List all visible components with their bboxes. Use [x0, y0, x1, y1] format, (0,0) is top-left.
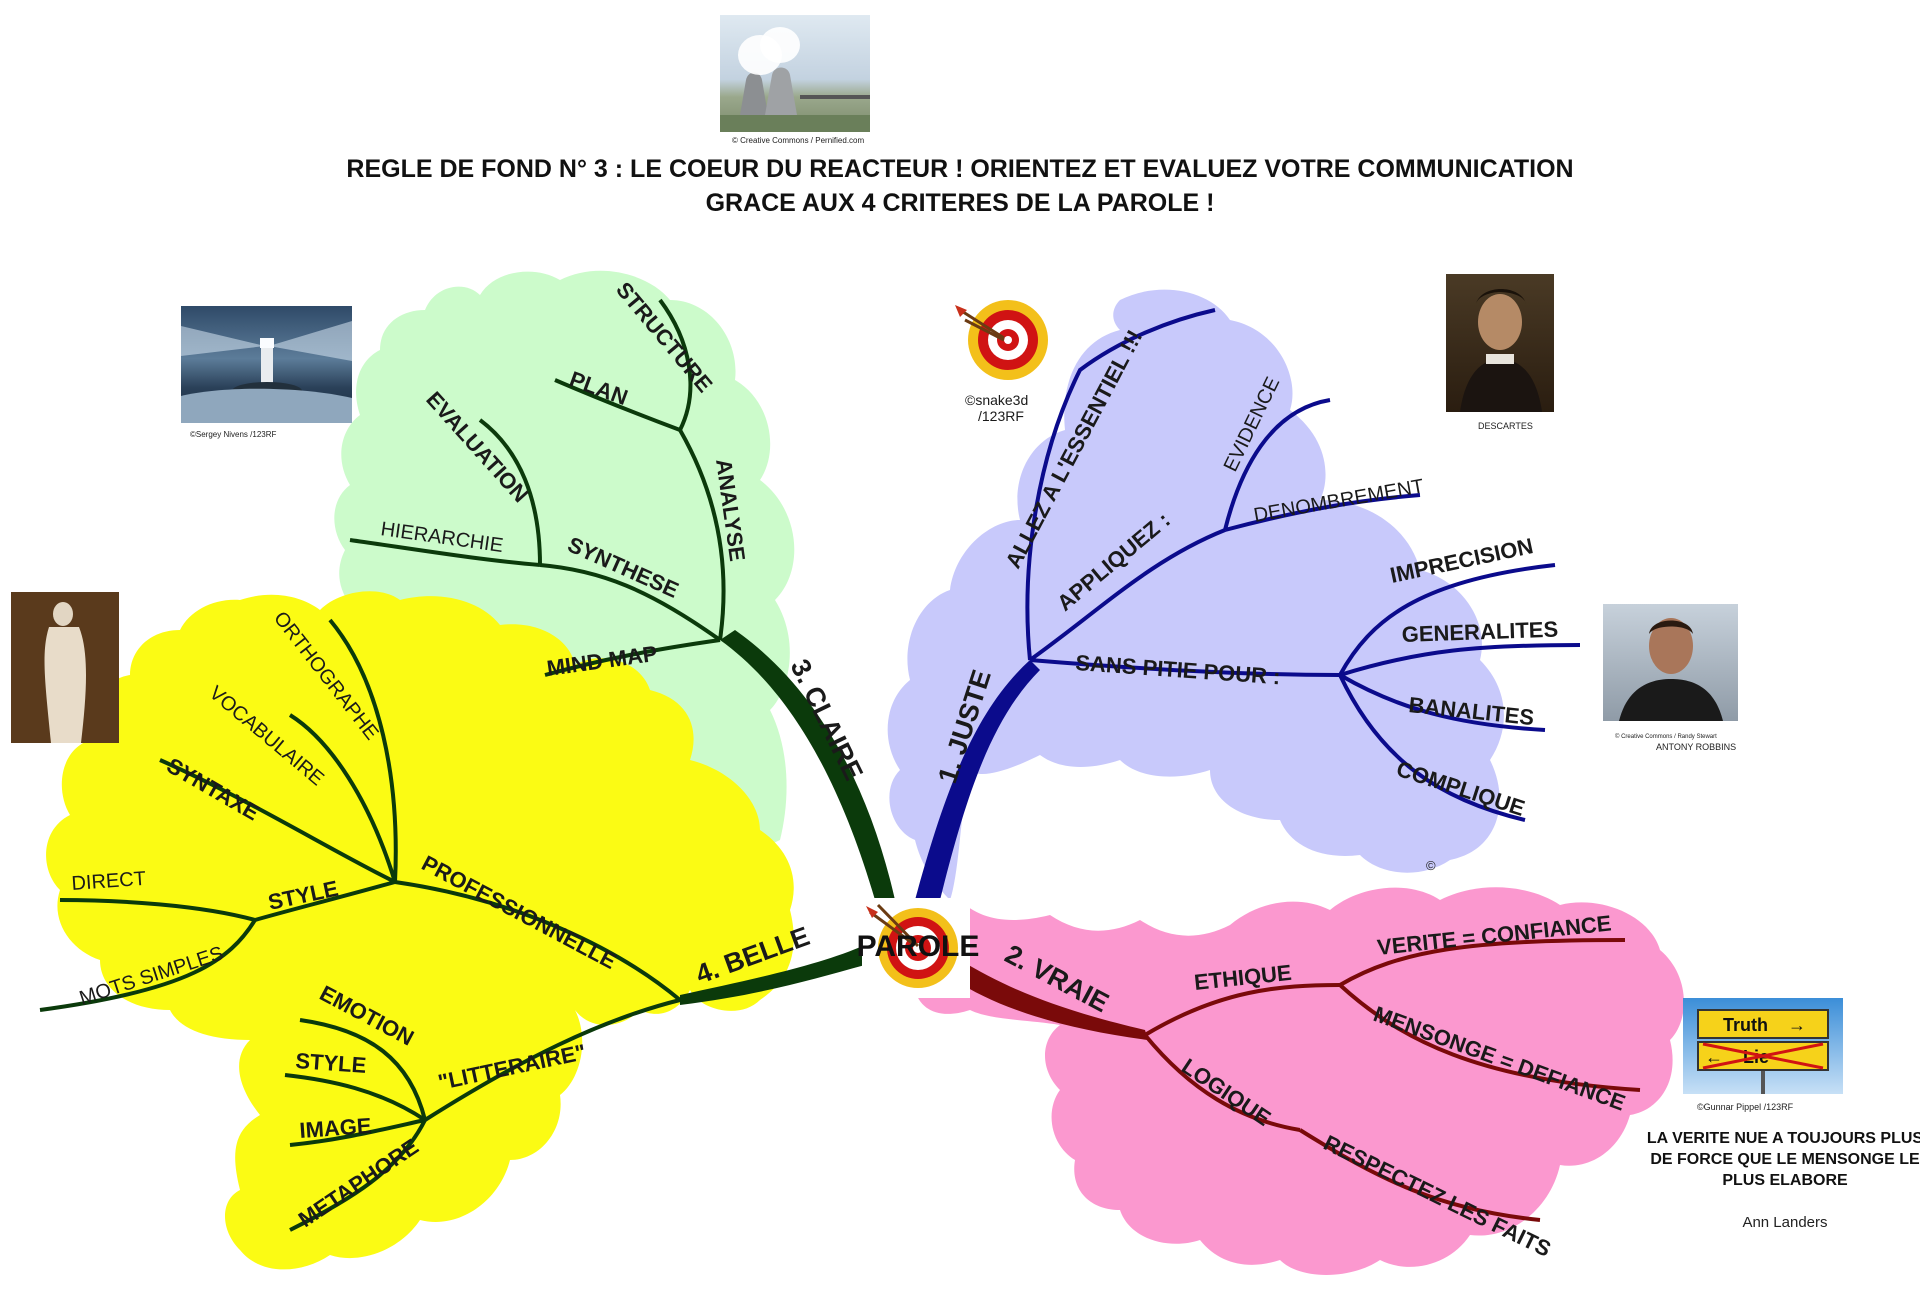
claire-main-branch — [720, 630, 895, 900]
belle-style2: STYLE — [295, 1048, 367, 1078]
belle-direct: DIRECT — [71, 868, 147, 895]
claire-cloud — [334, 270, 795, 849]
title-line-1: REGLE DE FOND N° 3 : LE COEUR DU REACTEU… — [346, 155, 1574, 183]
robbins-credit: © Creative Commons / Randy Stewart — [1615, 734, 1717, 740]
belle-lines — [39, 618, 682, 1232]
belle-cloud — [46, 591, 794, 1270]
center-label: PAROLE — [857, 930, 980, 963]
juste-cloud — [887, 289, 1504, 900]
person-icon — [1619, 618, 1723, 721]
truth-lie-sign: Truth → ← Lie — [1683, 998, 1843, 1094]
sign-icon: Truth → ← Lie — [1697, 1009, 1829, 1094]
quote-author: Ann Landers — [1742, 1214, 1828, 1231]
center-target-icon — [866, 903, 958, 988]
statue-icon — [44, 602, 86, 743]
vraie-cloud — [915, 887, 1684, 1275]
juste-lines — [1025, 308, 1581, 822]
belle-image: IMAGE — [299, 1113, 373, 1143]
portrait-icon — [1460, 289, 1542, 412]
juste-main-branch — [915, 660, 1040, 900]
copyright-mark: © — [1426, 858, 1436, 873]
descartes-portrait — [1446, 274, 1554, 412]
target-icon — [955, 300, 1048, 380]
target-credit-2: /123RF — [978, 408, 1024, 424]
robbins-portrait — [1603, 604, 1738, 721]
quote-text: LA VERITE NUE A TOUJOURS PLUS DE FORCE Q… — [1646, 1130, 1920, 1189]
truth-credit: ©Gunnar Pippel /123RF — [1697, 1102, 1794, 1112]
claire-lines — [349, 298, 726, 677]
venus-statue-photo — [11, 592, 119, 743]
lighthouse-photo — [181, 306, 352, 423]
reactor-photo — [720, 15, 870, 132]
title-line-2: GRACE AUX 4 CRITERES DE LA PAROLE ! — [705, 189, 1215, 217]
right-arrow-icon: → — [1788, 1015, 1806, 1035]
lighthouse-icon — [181, 321, 352, 423]
juste-generalites: GENERALITES — [1401, 617, 1558, 647]
reactor-credit: © Creative Commons / Pernified.com — [732, 136, 865, 145]
robbins-caption: ANTONY ROBBINS — [1656, 742, 1737, 752]
left-arrow-icon: ← — [1705, 1047, 1723, 1067]
descartes-caption: DESCARTES — [1478, 421, 1533, 431]
vraie-main-branch — [955, 960, 1148, 1040]
cooling-towers-icon — [720, 27, 870, 132]
juste-imprecision: IMPRECISION — [1388, 533, 1535, 588]
vraie-lines — [1143, 938, 1641, 1222]
lighthouse-credit: ©Sergey Nivens /123RF — [190, 430, 277, 439]
truth-text: Truth — [1723, 1015, 1768, 1035]
target-credit-1: ©snake3d — [965, 392, 1028, 408]
center-node: PAROLE — [857, 898, 980, 998]
belle-main-branch — [680, 945, 865, 1005]
